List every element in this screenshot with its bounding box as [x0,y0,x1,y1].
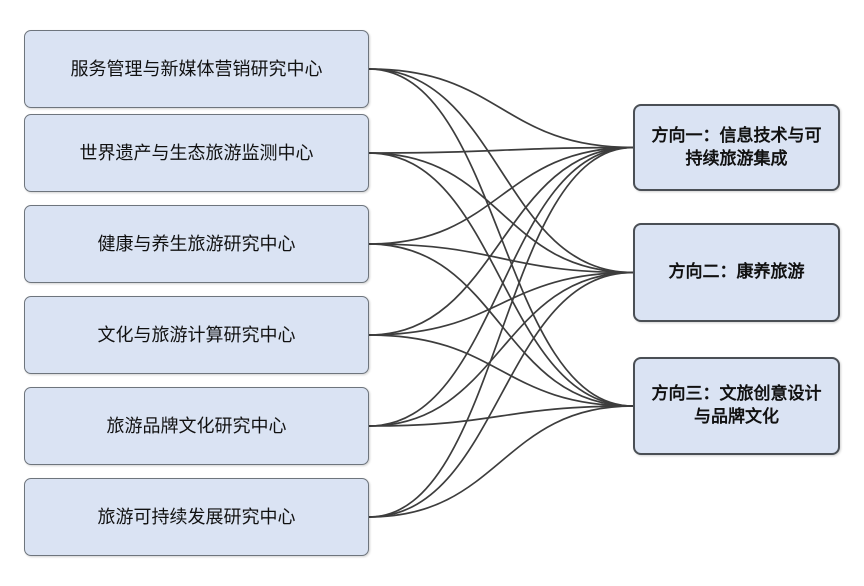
center-node-l5: 旅游品牌文化研究中心 [24,387,369,465]
edge-l2-r2 [368,152,634,274]
edge-l2-r1 [368,146,634,154]
edge-l5-r3 [368,405,634,427]
center-node-label: 世界遗产与生态旅游监测中心 [79,142,314,163]
center-node-label: 旅游可持续发展研究中心 [97,506,296,527]
edge-l4-r2 [368,271,634,336]
center-node-l3: 健康与养生旅游研究中心 [24,205,369,283]
edge-l6-r1 [368,146,634,518]
center-node-l6: 旅游可持续发展研究中心 [24,478,369,556]
direction-node-r2: 方向二：康养旅游 [633,223,840,322]
direction-node-label: 方向二：康养旅游 [668,262,805,282]
edge-l5-r1 [368,146,634,427]
edge-l3-r1 [368,146,634,245]
center-node-l1: 服务管理与新媒体营销研究中心 [24,30,369,108]
edge-l5-r2 [368,271,634,427]
edge-l6-r2 [368,271,634,518]
direction-node-label: 方向一：信息技术与可持续旅游集成 [651,125,822,168]
edge-l2-r3 [368,152,634,407]
edge-l3-r3 [368,243,634,407]
edge-l3-r2 [368,243,634,274]
edge-l1-r2 [368,68,634,274]
direction-node-r3: 方向三：文旅创意设计与品牌文化 [633,357,840,455]
center-node-label: 旅游品牌文化研究中心 [106,415,287,436]
center-node-label: 文化与旅游计算研究中心 [97,324,296,345]
center-node-label: 服务管理与新媒体营销研究中心 [70,58,323,79]
direction-node-r1: 方向一：信息技术与可持续旅游集成 [633,104,840,191]
center-node-l2: 世界遗产与生态旅游监测中心 [24,114,369,192]
edge-l1-r1 [368,68,634,149]
edge-l4-r1 [368,146,634,336]
edge-l1-r3 [368,68,634,407]
center-node-label: 健康与养生旅游研究中心 [97,233,296,254]
center-node-l4: 文化与旅游计算研究中心 [24,296,369,374]
edge-l4-r3 [368,334,634,407]
direction-node-label: 方向三：文旅创意设计与品牌文化 [651,384,822,426]
edge-l6-r3 [368,405,634,518]
